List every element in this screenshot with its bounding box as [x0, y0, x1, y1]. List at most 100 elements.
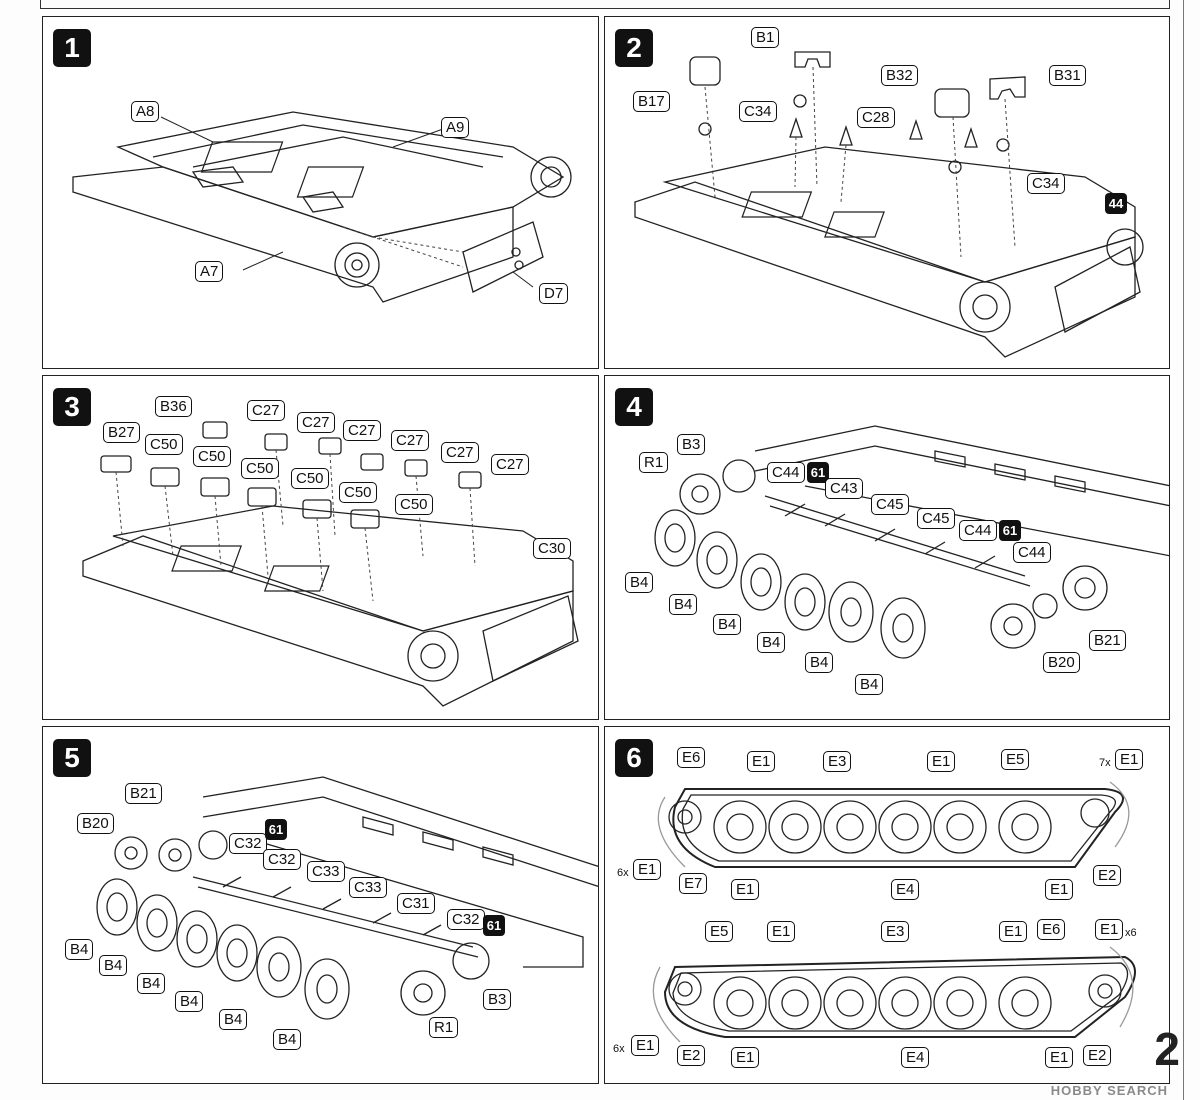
part-label: C34 — [1027, 173, 1065, 194]
track-assembly-drawing — [652, 781, 1136, 1043]
part-label: B4 — [669, 594, 698, 615]
part-label: B36 — [155, 396, 192, 417]
part-label: C50 — [339, 482, 377, 503]
part-label: E1 — [1115, 749, 1144, 770]
part-label: B32 — [881, 65, 918, 86]
step-3-panel: 3 B36 C27 — [42, 375, 599, 720]
part-label: C50 — [193, 446, 231, 467]
step-1-number: 1 — [53, 29, 91, 67]
part-label: E5 — [705, 921, 734, 942]
part-label: C27 — [491, 454, 529, 475]
part-label: C43 — [825, 478, 863, 499]
reference-badge: 61 — [483, 915, 505, 936]
reference-badge: 61 — [265, 819, 287, 840]
part-label: R1 — [429, 1017, 459, 1038]
step-4-panel: 4 B3 R1 C44 61 C43 C45 C45 C44 61 C44 B4 — [604, 375, 1170, 720]
part-label: B17 — [633, 91, 670, 112]
part-label: A7 — [195, 261, 224, 282]
step-2-number: 2 — [615, 29, 653, 67]
part-label: A9 — [441, 117, 470, 138]
part-label: E1 — [633, 859, 662, 880]
step-5-number: 5 — [53, 739, 91, 777]
part-label: C33 — [307, 861, 345, 882]
part-label: C45 — [917, 508, 955, 529]
quantity-multiplier: 7x — [1099, 757, 1111, 769]
reference-badge: 44 — [1105, 193, 1127, 214]
part-label: C50 — [241, 458, 279, 479]
part-label: B3 — [677, 434, 706, 455]
hull-with-hatches-drawing — [82, 421, 579, 707]
part-label: E2 — [1083, 1045, 1112, 1066]
part-label: E5 — [1001, 749, 1030, 770]
part-label: C44 — [959, 520, 997, 541]
quantity-multiplier: 6x — [613, 1043, 625, 1055]
step-1-panel: 1 A8 A9 A7 D7 — [42, 16, 599, 369]
part-label: C45 — [871, 494, 909, 515]
part-label: C50 — [145, 434, 183, 455]
part-label: B4 — [805, 652, 834, 673]
part-label: C32 — [263, 849, 301, 870]
part-label: E1 — [731, 1047, 760, 1068]
part-label: B4 — [625, 572, 654, 593]
part-label: C50 — [395, 494, 433, 515]
part-label: B20 — [1043, 652, 1080, 673]
step-3-number: 3 — [53, 388, 91, 426]
part-label: B4 — [713, 614, 742, 635]
step-6-panel: 6 E6 E1 E3 — [604, 726, 1170, 1084]
part-label: B20 — [77, 813, 114, 834]
part-label: A8 — [131, 101, 160, 122]
part-label: E4 — [901, 1047, 930, 1068]
suspension-assembly-right-drawing — [654, 425, 1169, 659]
part-label: E1 — [1095, 919, 1124, 940]
part-label: C33 — [349, 877, 387, 898]
step-4-number: 4 — [615, 388, 653, 426]
hull-lower-drawing — [72, 111, 572, 303]
part-label: B27 — [103, 422, 140, 443]
part-label: C44 — [767, 462, 805, 483]
part-label: C27 — [343, 420, 381, 441]
part-label: C44 — [1013, 542, 1051, 563]
part-label: E3 — [823, 751, 852, 772]
top-border-rule — [40, 0, 1170, 9]
part-label: E7 — [679, 873, 708, 894]
part-label: B1 — [751, 27, 780, 48]
part-label: E2 — [1093, 865, 1122, 886]
part-label: C27 — [297, 412, 335, 433]
part-label: B21 — [1089, 630, 1126, 651]
part-label: E6 — [1037, 919, 1066, 940]
part-label: B31 — [1049, 65, 1086, 86]
part-label: B4 — [855, 674, 884, 695]
step-2-panel: 2 B1 B17 C34 B32 B31 C28 C34 44 — [604, 16, 1170, 369]
part-label: E1 — [747, 751, 776, 772]
suspension-assembly-left-drawing — [96, 776, 598, 1020]
part-label: C31 — [397, 893, 435, 914]
part-label: B4 — [137, 973, 166, 994]
hull-with-fittings-drawing — [634, 51, 1144, 358]
watermark: HOBBY SEARCH — [1050, 1083, 1168, 1098]
part-label: B4 — [99, 955, 128, 976]
part-label: C32 — [229, 833, 267, 854]
part-label: B4 — [757, 632, 786, 653]
part-label: B4 — [273, 1029, 302, 1050]
part-label: E1 — [767, 921, 796, 942]
part-label: E1 — [1045, 879, 1074, 900]
quantity-multiplier: x6 — [1125, 927, 1137, 939]
part-label: E4 — [891, 879, 920, 900]
part-label: C50 — [291, 468, 329, 489]
part-label: E1 — [1045, 1047, 1074, 1068]
quantity-multiplier: 6x — [617, 867, 629, 879]
part-label: C27 — [247, 400, 285, 421]
reference-badge: 61 — [807, 462, 829, 483]
part-label: E1 — [731, 879, 760, 900]
step-6-number: 6 — [615, 739, 653, 777]
part-label: B4 — [219, 1009, 248, 1030]
part-label: E3 — [881, 921, 910, 942]
part-label: E1 — [631, 1035, 660, 1056]
part-label: C32 — [447, 909, 485, 930]
page-number: 2 — [1154, 1023, 1180, 1075]
step-5-panel: 5 B21 B20 C32 61 C32 C33 C33 C31 C32 6 — [42, 726, 599, 1084]
part-label: D7 — [539, 283, 569, 304]
page-edge-line — [1183, 0, 1184, 1100]
part-label: B3 — [483, 989, 512, 1010]
part-label: B21 — [125, 783, 162, 804]
